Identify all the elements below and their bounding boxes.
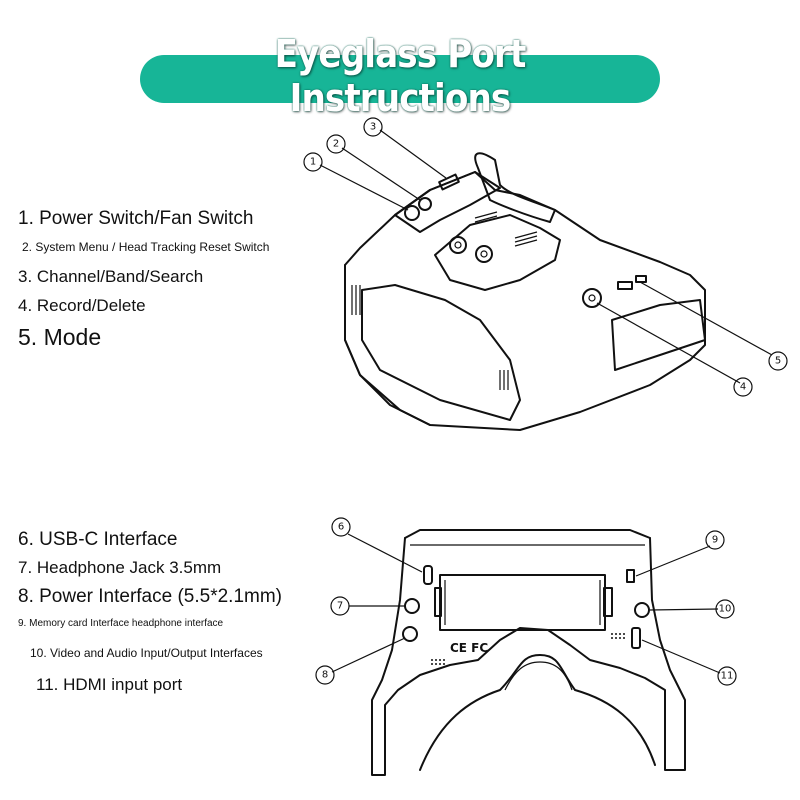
svg-text:3: 3 xyxy=(370,122,376,133)
label-memory-card: 9. Memory card Interface headphone inter… xyxy=(18,618,224,629)
label-headphone-jack: 7. Headphone Jack 3.5mm xyxy=(18,558,222,577)
callout-6: 6 xyxy=(331,517,351,537)
label-system-menu: 2. System Menu / Head Tracking Reset Swi… xyxy=(22,240,270,254)
svg-text:2: 2 xyxy=(333,139,339,150)
callout-1: 1 xyxy=(303,152,323,172)
callout-9: 9 xyxy=(705,530,725,550)
svg-text:4: 4 xyxy=(740,382,746,393)
callout-4: 4 xyxy=(733,377,753,397)
callout-2: 2 xyxy=(326,134,346,154)
label-channel-band: 3. Channel/Band/Search xyxy=(18,267,204,286)
callout-10: 10 xyxy=(715,599,735,619)
svg-text:7: 7 xyxy=(337,601,343,612)
svg-text:9: 9 xyxy=(712,535,718,546)
svg-text:8: 8 xyxy=(322,670,328,681)
label-av-io: 10. Video and Audio Input/Output Interfa… xyxy=(30,646,263,660)
page-title: Eyeglass Port Instructions xyxy=(274,32,527,120)
callout-8: 8 xyxy=(315,665,335,685)
label-power-interface: 8. Power Interface (5.5*2.1mm) xyxy=(18,586,282,607)
label-hdmi: 11. HDMI input port xyxy=(36,675,183,694)
svg-text:11: 11 xyxy=(721,671,734,682)
label-mode: 5. Mode xyxy=(18,324,102,350)
callout-11: 11 xyxy=(717,666,737,686)
svg-text:1: 1 xyxy=(310,157,316,168)
label-power-switch: 1. Power Switch/Fan Switch xyxy=(18,208,254,229)
label-record-delete: 4. Record/Delete xyxy=(18,296,146,315)
ce-fc-marking: CE FC xyxy=(450,641,488,655)
callout-3: 3 xyxy=(363,117,383,137)
svg-text:5: 5 xyxy=(775,356,781,367)
callout-7: 7 xyxy=(330,596,350,616)
label-usb-c: 6. USB-C Interface xyxy=(18,529,178,550)
svg-text:6: 6 xyxy=(338,522,344,533)
callout-5: 5 xyxy=(768,351,788,371)
title-banner xyxy=(140,55,660,103)
svg-text:10: 10 xyxy=(719,604,732,615)
